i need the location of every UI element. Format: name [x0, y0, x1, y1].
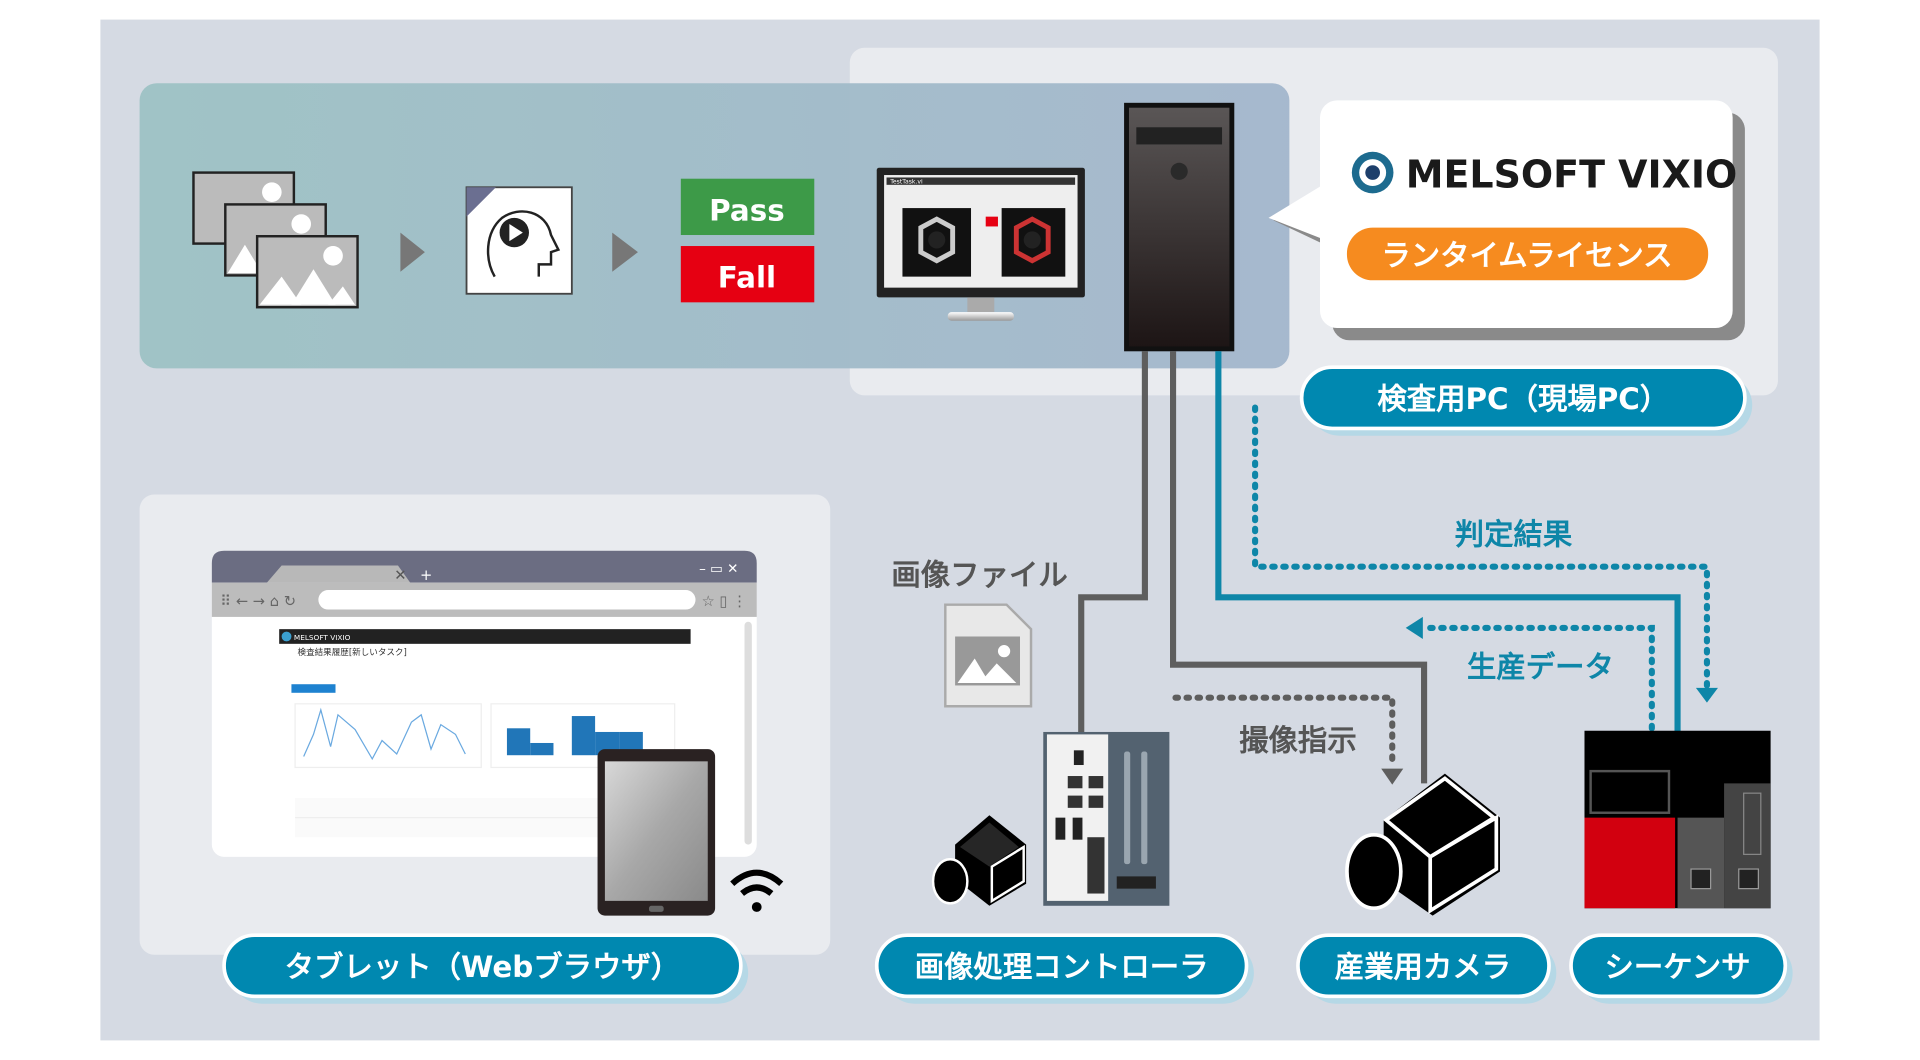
camera-icon: [1345, 773, 1500, 916]
svg-text:⠿ ← → ⌂ ↻: ⠿ ← → ⌂ ↻: [220, 593, 296, 610]
capture-command-caption: 撮像指示: [1239, 723, 1357, 757]
browser-app-title: MELSOFT VIXIO: [294, 633, 351, 642]
arrow-right-icon: [612, 232, 638, 272]
capture-command-flow: [1172, 694, 1396, 770]
browser-scrollbar[interactable]: [744, 621, 752, 845]
production-data-flow: [1427, 624, 1655, 732]
controller-label: 画像処理コントローラ: [874, 933, 1254, 1004]
camera-label: 産業用カメラ: [1296, 933, 1557, 1004]
monitor-window-title: TestTask.vi: [889, 179, 923, 186]
image-stack-icon: [192, 171, 359, 309]
image-file-icon: [944, 603, 1033, 708]
arrow-down-icon: [1381, 768, 1404, 785]
license-label: ランタイムライセンス: [1381, 239, 1672, 273]
product-name: MELSOFT VIXIO: [1406, 152, 1738, 196]
production-data-caption: 生産データ: [1467, 650, 1614, 684]
arrow-right-icon: [400, 232, 425, 272]
controller-icon: [1043, 731, 1170, 906]
sequencer-icon: [1584, 730, 1771, 909]
inspection-pc-label: 検査用PC（現場PC）: [1299, 365, 1753, 436]
fail-badge: Fall: [680, 246, 815, 303]
sequencer-text: シーケンサ: [1605, 950, 1751, 984]
sequencer-cable: [1215, 351, 1681, 732]
camera-cable: [1170, 351, 1428, 784]
pass-badge: Pass: [680, 178, 815, 236]
judgment-result-caption: 判定結果: [1455, 518, 1573, 552]
tablet-text: タブレット（Webブラウザ）: [285, 950, 681, 984]
vixio-logo-icon: [1351, 151, 1394, 194]
svg-text:✕: ✕: [394, 567, 406, 584]
inspection-pc-text: 検査用PC（現場PC）: [1377, 382, 1669, 416]
license-bubble: MELSOFT VIXIO ランタイムライセンス: [1268, 100, 1745, 341]
arrow-down-icon: [1695, 687, 1718, 703]
wifi-icon: [730, 869, 784, 912]
judgment-result-flow: [1252, 404, 1710, 689]
camera-icon: [931, 815, 1027, 906]
svg-text:☆ ▯ ⋮: ☆ ▯ ⋮: [702, 593, 747, 610]
camera-text: 産業用カメラ: [1335, 950, 1511, 984]
ai-head-icon: [465, 186, 573, 295]
monitor-icon: TestTask.vi: [876, 167, 1085, 321]
arrow-left-icon: [1405, 616, 1423, 639]
license-badge: [1346, 227, 1709, 281]
tablet-label: タブレット（Webブラウザ）: [222, 933, 749, 1004]
sequencer-label: シーケンサ: [1569, 933, 1793, 1004]
pass-label: Pass: [709, 193, 785, 227]
fail-label: Fall: [718, 261, 776, 295]
image-file-caption: 画像ファイル: [891, 558, 1067, 592]
browser-page-title: 検査結果履歴[新しいタスク]: [298, 646, 407, 658]
tower-pc-icon: [1124, 102, 1235, 352]
tablet-icon: [597, 749, 716, 916]
browser-window: ✕ + – ▭ ✕ ⠿ ← → ⌂ ↻ ☆ ▯ ⋮ MELSOFT VIXIO …: [211, 550, 757, 857]
controller-cable: [1078, 351, 1148, 732]
controller-text: 画像処理コントローラ: [915, 950, 1209, 984]
svg-text:– ▭ ✕: – ▭ ✕: [699, 562, 738, 577]
svg-text:+: +: [420, 567, 432, 584]
